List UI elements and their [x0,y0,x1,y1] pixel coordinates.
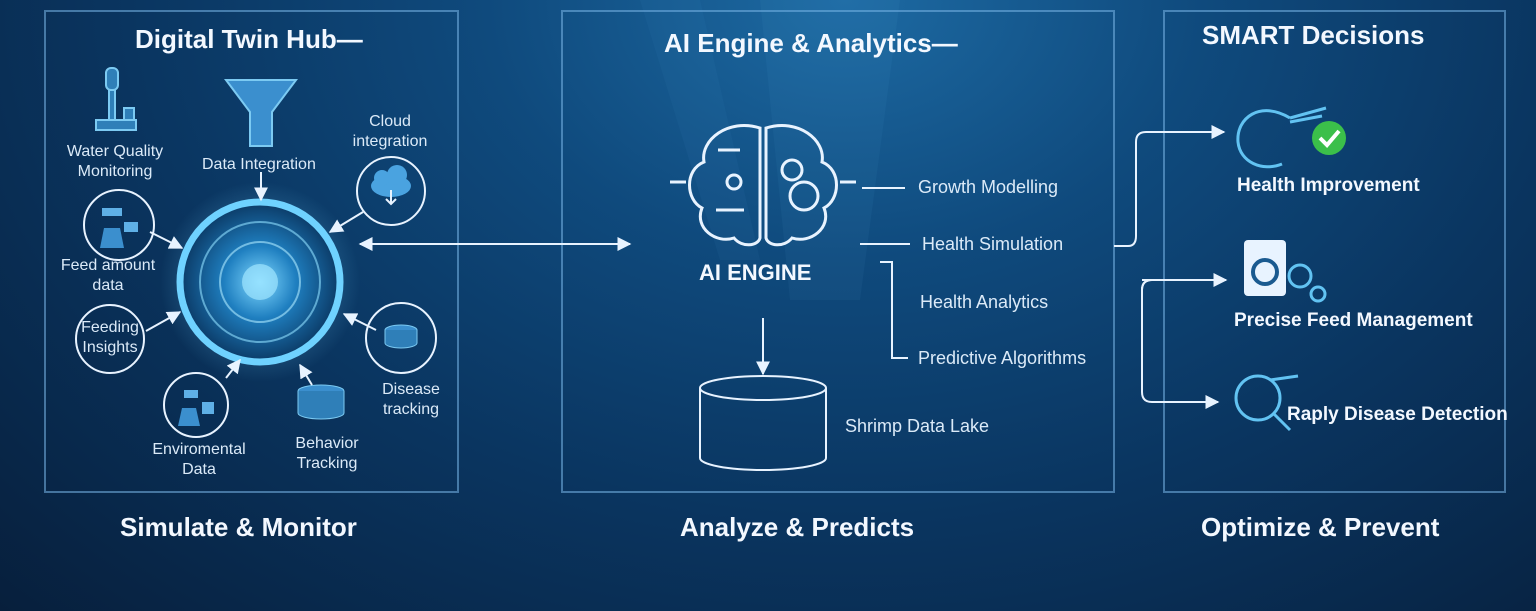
hub-title: Digital Twin Hub— [135,24,363,54]
function-leader-lines [860,187,910,359]
disease-detection-magnifier-icon [1234,374,1299,432]
data-integration-label: Data Integration [202,156,316,173]
feeding-insights-node [75,304,145,374]
feed-bag-gear-icon [1244,240,1327,303]
data-lake-label: Shrimp Data Lake [845,416,990,436]
decision-disease-detection: Raply Disease Detection [1287,404,1508,425]
function-predictive-algorithms: Predictive Algorithms [918,348,1087,368]
ai-brain-icon [670,124,856,247]
ai-footer: Analyze & Predicts [680,512,915,542]
ai-title: AI Engine & Analytics— [664,28,958,58]
cloud-integration-icon [356,156,426,226]
function-growth-modelling: Growth Modelling [918,177,1059,197]
feed-amount-icon [83,189,155,261]
digital-twin-core-icon [160,182,360,382]
cloud-integration-label: Cloud integration [352,113,428,150]
smart-footer: Optimize & Prevent [1201,512,1440,542]
disease-tracking-label: Disease tracking [382,381,440,418]
decision-precise-feed-management: Precise Feed Management [1234,310,1473,331]
behavior-tracking-database-icon [297,384,345,420]
ai-engine-label: AI ENGINE [699,260,812,285]
water-quality-label: Water Quality Monitoring [66,143,164,180]
digital-twin-panel [44,10,459,493]
behavior-tracking-label: Behavior Tracking [295,435,359,472]
function-health-analytics: Health Analytics [920,292,1049,312]
disease-tracking-icon [365,302,437,374]
smart-title: SMART Decisions [1202,20,1425,50]
smart-decisions-panel [1163,10,1506,493]
water-quality-icon [95,67,137,131]
hub-footer: Simulate & Monitor [120,512,357,542]
feeding-insights-label: Feeding Insights [81,319,139,356]
data-lake-icon [699,375,827,471]
function-health-simulation: Health Simulation [922,234,1064,254]
decision-connectors [1114,125,1226,409]
check-icon [1312,121,1346,155]
data-integration-funnel-icon [224,79,298,147]
hub-connector-arrows [145,172,377,386]
decision-health-improvement: Health Improvement [1237,175,1420,196]
feed-amount-label: Feed amount data [60,257,156,294]
environmental-data-label: Enviromental Data [152,441,246,478]
shrimp-icon [1236,106,1327,169]
ai-engine-panel [561,10,1115,493]
environmental-data-icon [163,372,229,438]
